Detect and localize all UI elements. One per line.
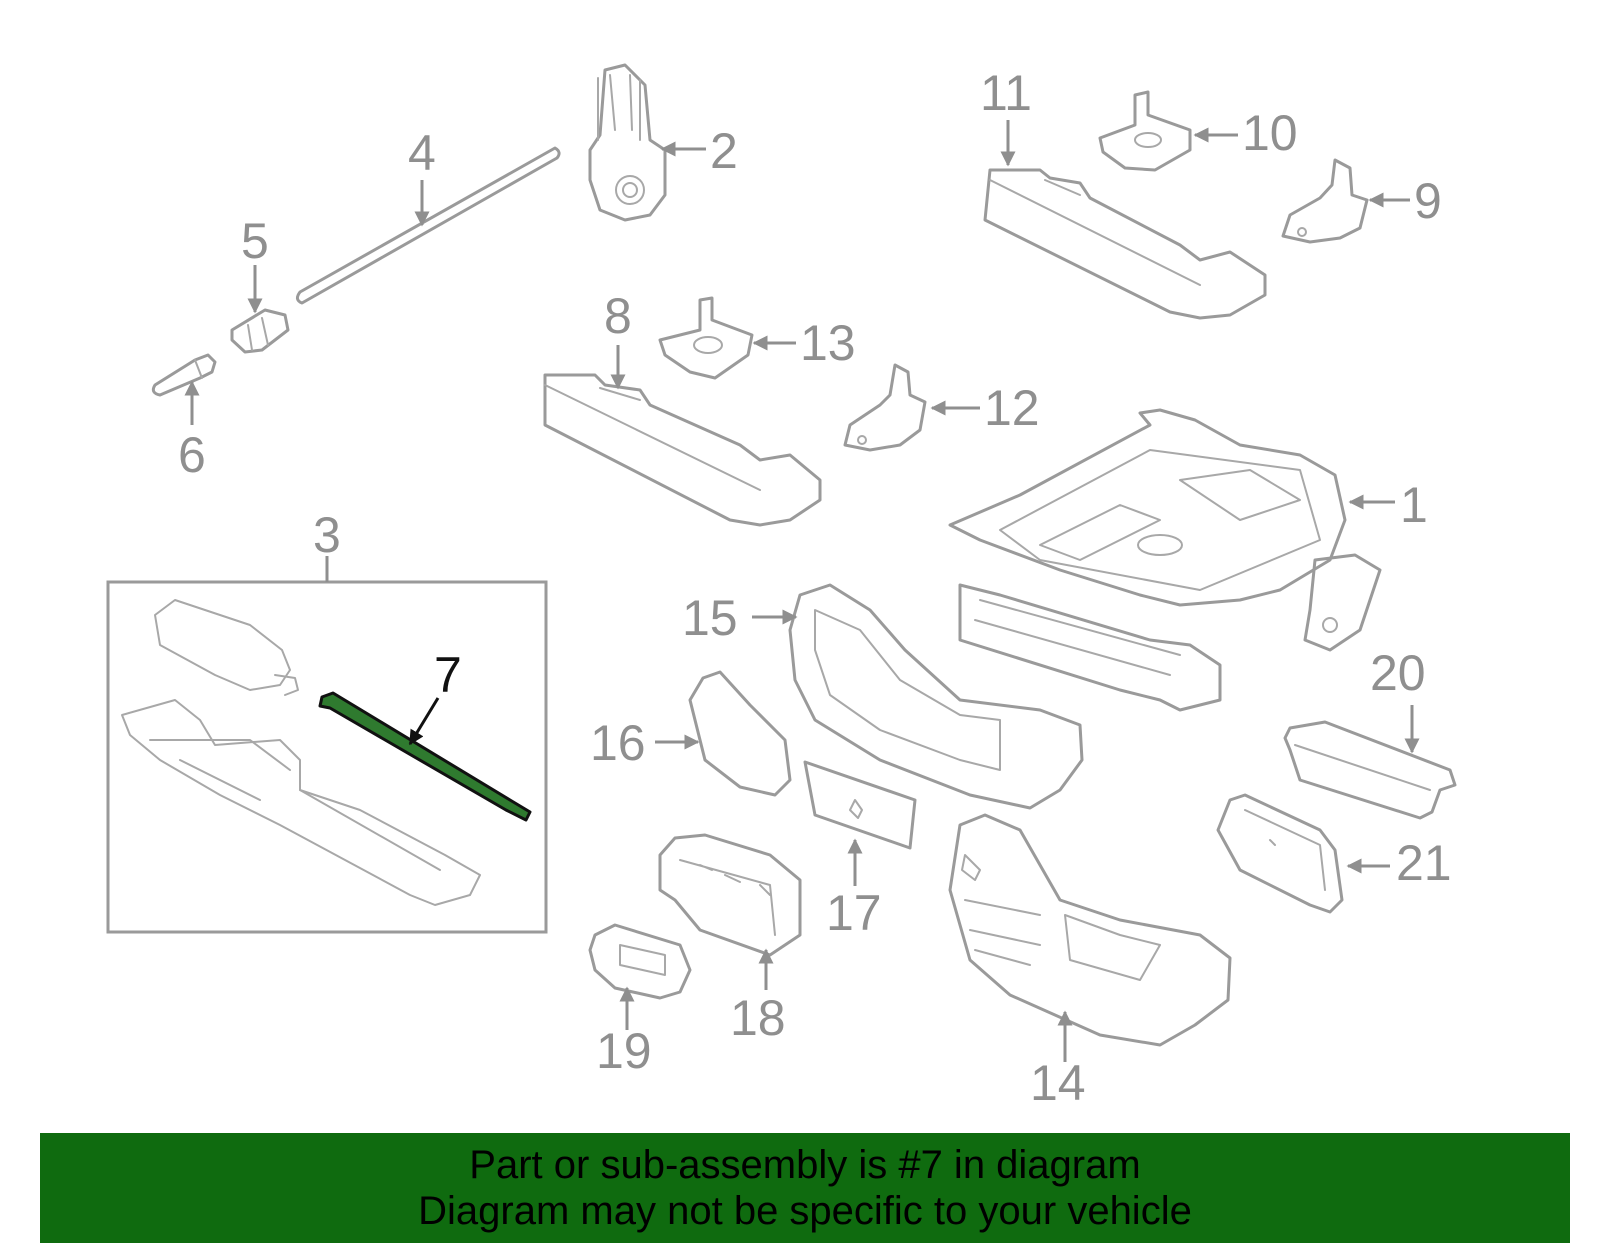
coupler-part xyxy=(230,308,290,354)
callout-4: 4 xyxy=(408,125,436,181)
control-module-part-20 xyxy=(1283,720,1457,820)
bracket-part-13 xyxy=(658,296,754,380)
callout-17: 17 xyxy=(826,885,882,941)
bracket-part-12 xyxy=(843,363,927,452)
callout-9: 9 xyxy=(1414,173,1442,229)
callout-10: 10 xyxy=(1242,105,1298,161)
seat-motor-part xyxy=(588,63,667,222)
drive-shaft-part xyxy=(295,146,561,305)
callout-6: 6 xyxy=(178,427,206,483)
callout-7: 7 xyxy=(434,647,462,703)
bracket-part-9 xyxy=(1281,158,1369,244)
banner-line-1: Part or sub-assembly is #7 in diagram xyxy=(469,1143,1141,1187)
callout-19: 19 xyxy=(596,1023,652,1079)
banner-line-2: Diagram may not be specific to your vehi… xyxy=(418,1189,1192,1233)
cover-panel-part-16 xyxy=(688,670,792,797)
side-shield-part-15 xyxy=(788,583,1084,810)
callout-8: 8 xyxy=(604,288,632,344)
info-banner: Part or sub-assembly is #7 in diagram Di… xyxy=(40,1133,1570,1243)
seat-switch-part-18 xyxy=(658,833,802,957)
callout-5: 5 xyxy=(241,213,269,269)
callout-18: 18 xyxy=(730,990,786,1046)
track-cover-part xyxy=(543,373,822,527)
callout-14: 14 xyxy=(1030,1055,1086,1111)
trim-panel-part-17 xyxy=(803,760,917,850)
callout-3: 3 xyxy=(313,507,341,563)
callout-12: 12 xyxy=(984,380,1040,436)
switch-knob-part-19 xyxy=(588,923,692,1000)
callout-13: 13 xyxy=(800,315,856,371)
callout-11: 11 xyxy=(980,65,1032,121)
callout-15: 15 xyxy=(682,590,738,646)
bracket-part-10 xyxy=(1098,90,1192,172)
callout-2: 2 xyxy=(710,123,738,179)
pin-part xyxy=(151,353,217,397)
seat-frame-part xyxy=(948,408,1382,712)
parts-diagram: 1 2 3 4 5 6 7 8 9 10 11 12 13 14 15 16 1… xyxy=(106,63,1457,1111)
callout-20: 20 xyxy=(1370,645,1426,701)
track-assembly-box xyxy=(106,556,548,934)
callout-21: 21 xyxy=(1396,835,1452,891)
callout-16: 16 xyxy=(590,715,646,771)
highlighted-shaft-part-7 xyxy=(318,691,532,822)
callout-1: 1 xyxy=(1400,477,1428,533)
control-module-part-21 xyxy=(1216,793,1344,914)
side-shield-part-14 xyxy=(948,813,1232,1047)
outer-track-cover-part xyxy=(983,168,1267,320)
